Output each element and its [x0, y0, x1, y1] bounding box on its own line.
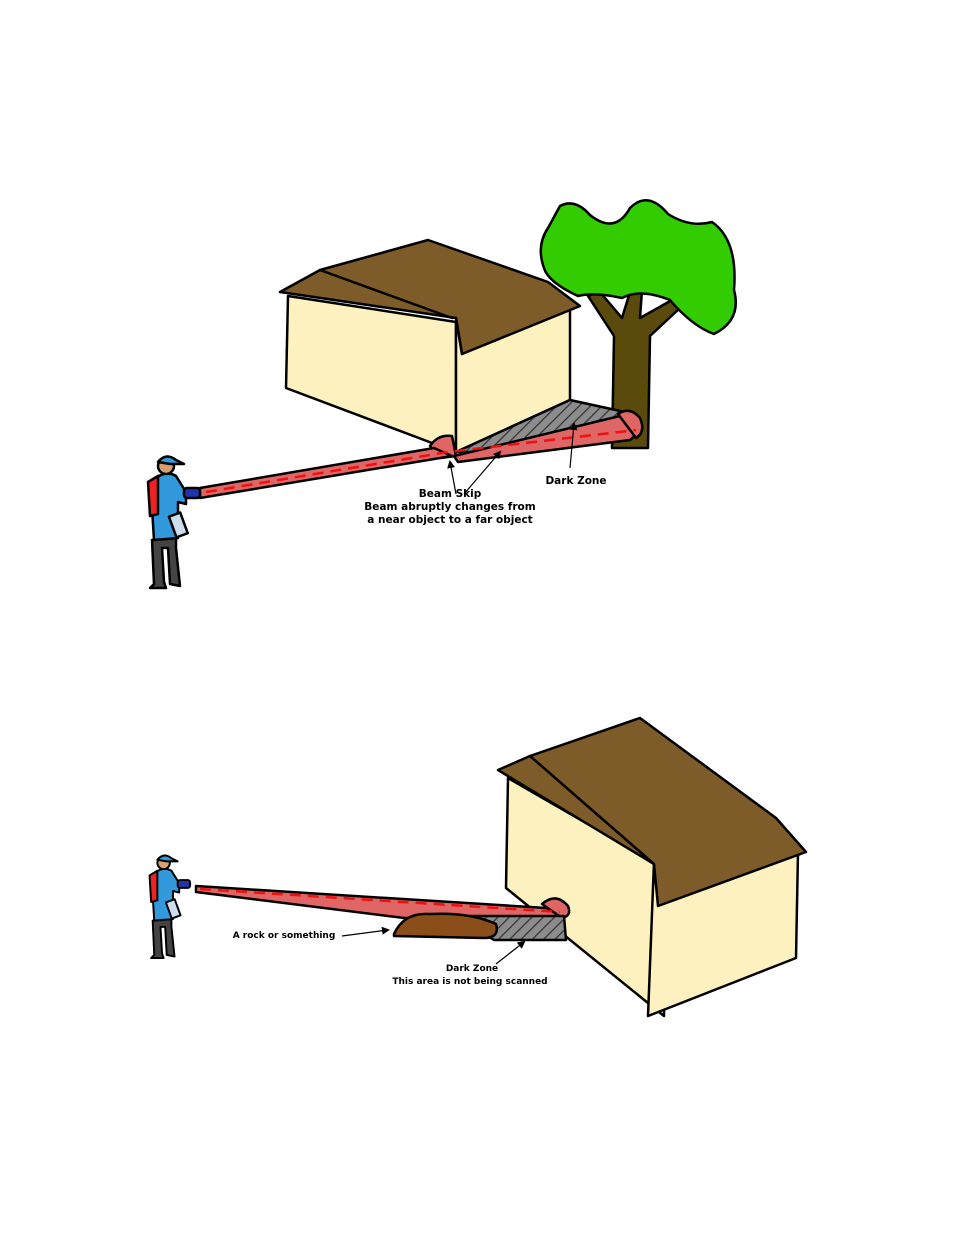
surveyor-bottom-scanner — [178, 880, 190, 888]
rock-label: A rock or something — [233, 931, 336, 941]
bottom-scene: A rock or something Dark Zone This area … — [150, 718, 806, 1016]
top-dark-zone-label: Dark Zone — [545, 475, 606, 487]
top-laser-beam — [200, 448, 452, 498]
bottom-dark-zone-arrow — [496, 942, 524, 964]
beam-skip-line1: Beam abruptly changes from — [364, 501, 535, 513]
beam-skip-title: Beam Skip — [419, 488, 482, 500]
surveyor-vest — [148, 476, 158, 516]
surveyor-bottom-vest — [150, 871, 158, 902]
surveyor-cap — [158, 456, 184, 464]
surveyor-scanner — [184, 488, 200, 498]
house-bottom — [498, 718, 806, 1016]
rock-arrow — [342, 930, 388, 936]
house-front-wall — [286, 296, 456, 452]
surveyor-top — [148, 456, 200, 588]
top-scene: Beam Skip Beam abruptly changes from a n… — [148, 200, 736, 588]
beam-skip-line2: a near object to a far object — [367, 514, 532, 526]
surveyor-bottom-cap — [157, 855, 177, 861]
bottom-dark-zone-label: Dark Zone — [446, 964, 498, 974]
bottom-dark-zone-note: This area is not being scanned — [392, 977, 547, 987]
surveyor-bottom — [150, 855, 191, 958]
